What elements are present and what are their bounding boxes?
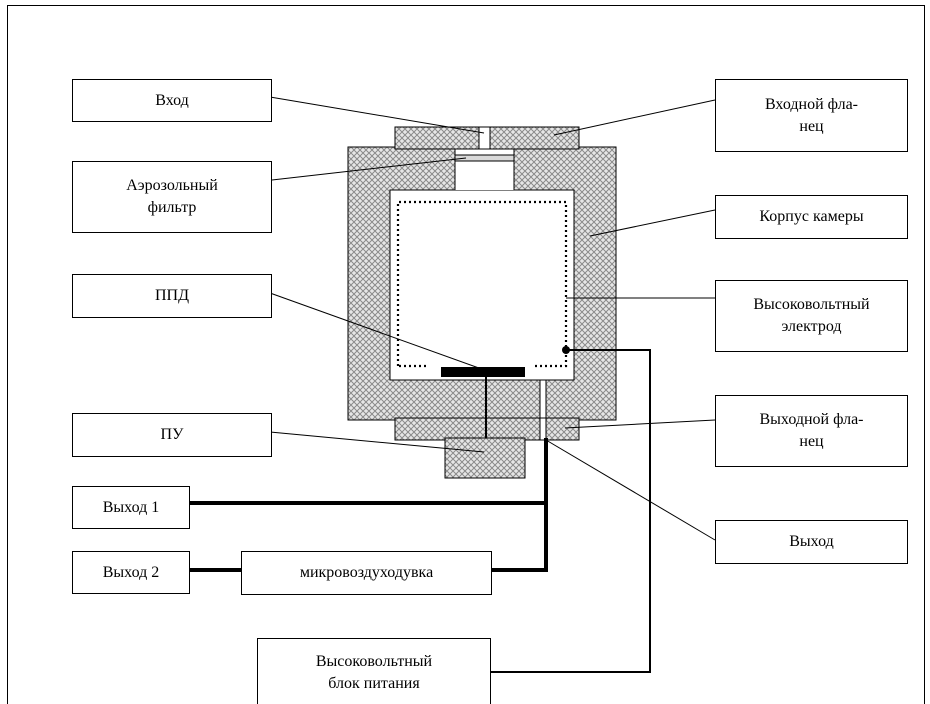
preamplifier-block xyxy=(444,437,526,479)
output-pipe xyxy=(492,438,548,572)
semiconductor-detector xyxy=(441,367,525,377)
label-output-2: Выход 2 xyxy=(72,551,190,594)
label-inlet-flange: Входной фла- нец xyxy=(715,79,908,152)
label-semiconductor-detector: ППД xyxy=(72,274,272,318)
aerosol-filter xyxy=(454,154,515,162)
label-aerosol-filter: Аэрозольный фильтр xyxy=(72,161,272,233)
label-outlet-flange: Выходной фла- нец xyxy=(715,395,908,467)
label-micro-blower: микровоздуходувка xyxy=(241,551,492,595)
label-outlet: Выход xyxy=(715,520,908,564)
label-output-1: Выход 1 xyxy=(72,486,190,529)
label-inlet: Вход xyxy=(72,79,272,122)
label-hv-electrode: Высоковольтный электрод xyxy=(715,280,908,352)
label-chamber-body: Корпус камеры xyxy=(715,195,908,239)
high-voltage-electrode xyxy=(396,200,568,368)
label-preamplifier: ПУ xyxy=(72,413,272,457)
leader-lines xyxy=(269,96,716,541)
diagram-frame xyxy=(7,5,925,704)
hv-cable xyxy=(491,349,651,673)
inlet-flange xyxy=(394,126,580,150)
label-hv-power-supply: Высоковольтный блок питания xyxy=(257,638,491,704)
chamber-body xyxy=(347,146,617,438)
